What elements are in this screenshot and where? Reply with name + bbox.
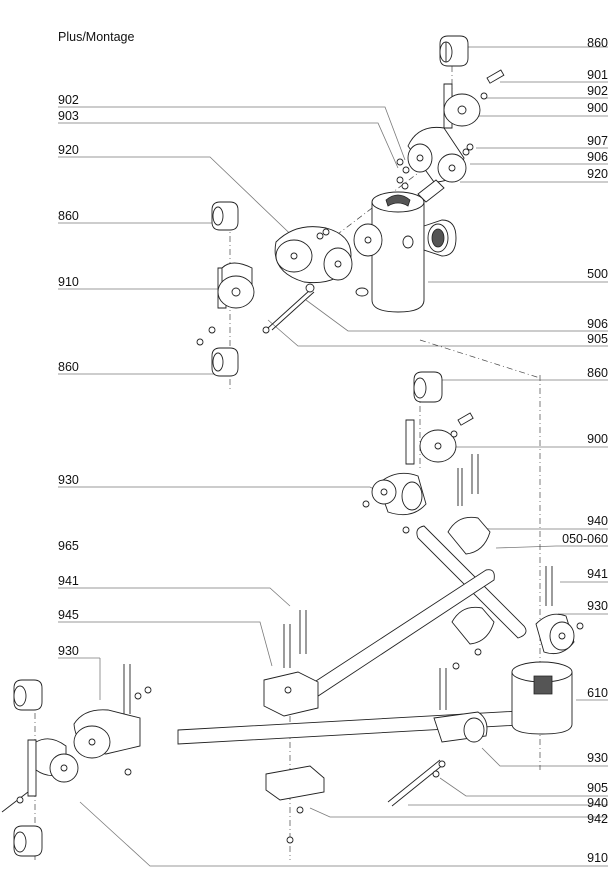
label-050-060: 050-060 [562,532,608,546]
bolts-941 [283,566,553,668]
label-905: 905 [587,332,608,346]
cap-860-lower-left-bottom [13,825,43,857]
label-860: 860 [587,366,608,380]
cap-860-middle [413,371,443,403]
clamp-930-middle [362,472,427,534]
tee-940 [447,516,495,645]
label-940: 940 [587,514,608,528]
label-901: 901 [587,68,608,82]
lower-left-assembly [1,664,152,857]
label-941: 941 [587,567,608,581]
clamp-945 [263,671,319,717]
label-860: 860 [58,360,79,374]
clamp-930-right [535,613,584,655]
bolt-940-lower [387,759,446,807]
label-860: 860 [587,36,608,50]
hub-500 [353,176,457,313]
bracket-900 [443,69,505,129]
label-965: 965 [58,539,79,553]
bolt-905 [262,283,315,334]
page-title: Plus/Montage [58,30,134,44]
cap-860-top [439,35,469,67]
label-930: 930 [587,599,608,613]
label-500: 500 [587,267,608,281]
label-900: 900 [587,101,608,115]
label-930: 930 [58,473,79,487]
top-assembly [196,35,505,377]
clamp-920-right [396,126,474,183]
label-906: 906 [587,317,608,331]
cap-860-left-upper [211,201,239,231]
bracket-900-middle [405,412,479,506]
bracket-910-lower [1,738,79,813]
clamp-930-lower-right [433,648,488,743]
part-labels: 860 901 902 900 907 906 920 902 903 920 … [58,36,608,865]
middle-assembly [177,371,584,844]
clamp-920-left [274,226,353,284]
label-905: 905 [587,781,608,795]
label-610: 610 [587,686,608,700]
label-902: 902 [587,84,608,98]
label-930: 930 [58,644,79,658]
label-907: 907 [587,134,608,148]
leader-lines [58,46,608,867]
label-941: 941 [58,574,79,588]
label-945: 945 [58,608,79,622]
label-860: 860 [58,209,79,223]
cap-860-lower-left-top [13,679,43,711]
label-900: 900 [587,432,608,446]
label-906: 906 [587,150,608,164]
cap-860-left-lower [211,347,239,377]
clamp-930-lower-left [73,664,152,776]
label-940: 940 [587,796,608,810]
bracket-910 [196,262,255,346]
label-920: 920 [58,143,79,157]
label-920: 920 [587,167,608,181]
piece-942 [265,765,325,844]
label-903: 903 [58,109,79,123]
label-910: 910 [587,851,608,865]
label-910: 910 [58,275,79,289]
sleeve-610 [511,661,573,735]
label-942: 942 [587,812,608,826]
label-930: 930 [587,751,608,765]
label-902: 902 [58,93,79,107]
